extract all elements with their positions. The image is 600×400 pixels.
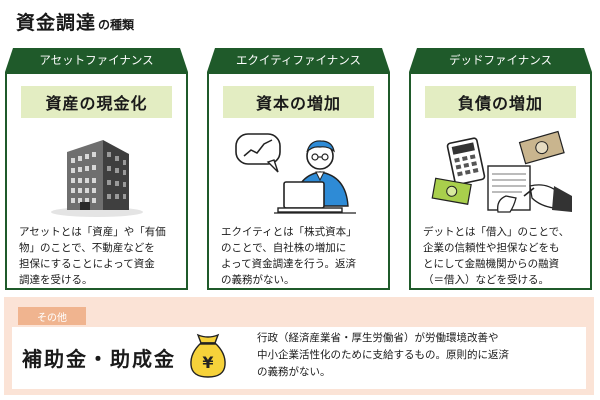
card-body: 負債の増加 [409,72,592,290]
svg-text:¥: ¥ [202,353,213,372]
other-tag: その他 [18,307,86,325]
card-body: 資産の現金化 [5,72,188,290]
card-tab: デッドファイナンス [409,48,592,72]
other-panel: 補助金・助成金 ¥ 行政（経済産業省・厚生労働省）が労働環境改善や 中小企業活性… [12,327,586,389]
card-equity-finance: エクイティファイナンス 資本の増加 [207,48,390,290]
page-title-sub: の種類 [98,18,135,32]
card-description: アセットとは「資産」や「有価 物」のことで、不動産などを 担保にすることによって… [19,226,166,286]
card-debt-finance: デッドファイナンス 負債の増加 [409,48,592,290]
page-title: 資金調達 の種類 [16,8,134,35]
subsidy-description: 行政（経済産業省・厚生労働省）が労働環境改善や 中小企業活性化のために支給するも… [257,332,509,378]
office-building-icon [7,126,186,218]
card-description: エクイティとは「株式資本」 のことで、自社株の増加に よって資金調達を行う。返済… [221,226,357,286]
yen-money-bag-icon: ¥ [188,333,228,383]
card-asset-finance: アセットファイナンス 資産の現金化 [5,48,188,290]
card-tab: アセットファイナンス [5,48,188,72]
subsidy-title: 補助金・助成金 [22,347,176,371]
page-title-main: 資金調達 [16,12,97,34]
businessman-laptop-icon [209,126,388,218]
card-subtitle: 資産の現金化 [21,86,172,118]
card-subtitle: 負債の増加 [425,86,576,118]
card-body: 資本の増加 エクイティとは「株式資本」 [207,72,390,290]
card-subtitle: 資本の増加 [223,86,374,118]
card-description: デットとは「借入」のことで、 企業の信頼性や担保などをも とにして金融機関からの… [423,226,570,286]
card-tab: エクイティファイナンス [207,48,390,72]
other-section: その他 補助金・助成金 ¥ 行政（経済産業省・厚生労働省）が労働環境改善や 中小… [4,297,594,395]
calculator-money-icon [411,126,590,218]
